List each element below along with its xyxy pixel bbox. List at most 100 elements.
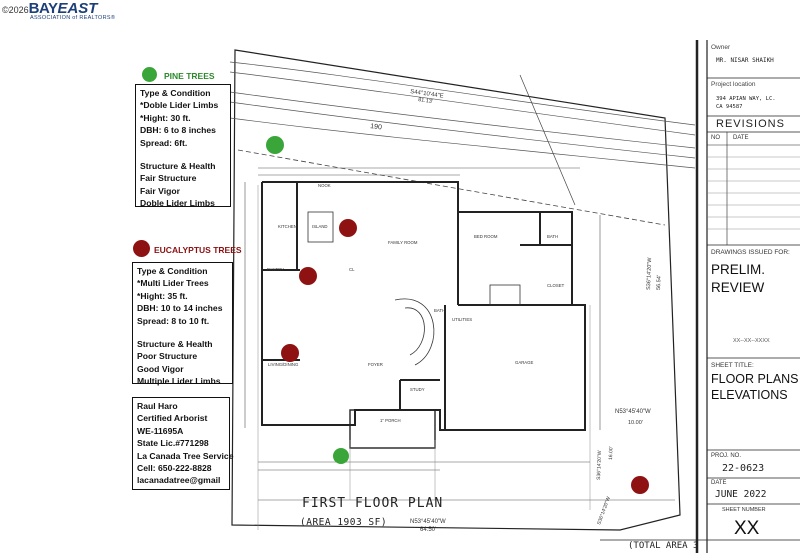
room-porch: 1" PORCH xyxy=(380,418,401,423)
issued-line-1: PRELIM. xyxy=(711,262,766,277)
eucalyptus-legend-title: EUCALYPTUS TREES xyxy=(154,245,242,255)
room-bath-lower: BATH xyxy=(434,308,446,313)
date-label: DATE xyxy=(711,480,727,486)
setback-line xyxy=(237,149,666,226)
eucalyptus-info-line xyxy=(137,327,228,338)
revision-date-header: DATE xyxy=(733,135,749,141)
eucalyptus-info-line: Poor Structure xyxy=(137,351,198,362)
eucalyptus-info-line: Structure & Health xyxy=(137,339,213,350)
distance-garage: 10.00' xyxy=(628,420,643,426)
proj-no: 22-0623 xyxy=(722,463,765,474)
eucalyptus-info-line: Multiple Lider Limbs xyxy=(137,376,221,387)
pine-info-line: Fair Vigor xyxy=(140,185,180,196)
bearing-lower-right: S36°14'20"W xyxy=(596,450,603,480)
total-area: (TOTAL AREA 3 xyxy=(628,541,699,551)
issued-date: XX--XX--XXXX xyxy=(733,338,770,344)
pine-info-line: Spread: 6ft. xyxy=(140,137,188,148)
arborist-info-line: Raul Haro xyxy=(137,401,178,411)
eucalyptus-info-box: Type & Condition*Multi Lider Trees*Hight… xyxy=(132,262,233,387)
eucalyptus-tree-marker xyxy=(631,476,649,494)
dimension-lines xyxy=(244,167,675,501)
pine-legend-dot xyxy=(142,67,157,82)
staircase xyxy=(394,284,521,366)
arborist-info-line: WE-11695A xyxy=(137,425,184,436)
room-foyer: FOYER xyxy=(368,362,383,367)
bearing-garage: N53°45'40"W xyxy=(615,409,651,415)
logo-east: EAST xyxy=(57,0,98,17)
sheet-number: XX xyxy=(734,518,760,539)
arborist-info-line: Certified Arborist xyxy=(137,413,208,424)
eucalyptus-info-line: Spread: 8 to 10 ft. xyxy=(137,315,210,326)
eucalyptus-tree-marker xyxy=(339,219,357,237)
tree-markers xyxy=(266,136,649,494)
distance-street: 190 xyxy=(370,123,383,131)
street-lines xyxy=(229,61,696,169)
sheet-title-label: SHEET TITLE: xyxy=(711,362,754,369)
grid-lines xyxy=(257,185,591,530)
pine-tree-marker xyxy=(266,136,284,154)
room-nook: NOOK xyxy=(318,183,331,188)
room-garage: GARAGE xyxy=(515,360,534,365)
distance-bottom: 64.50' xyxy=(420,527,436,533)
pine-info-box: Type & Condition*Doble Lider Limbs*Hight… xyxy=(135,84,231,209)
eucalyptus-info-line: Type & Condition xyxy=(137,266,208,276)
room-family: FAMILY ROOM xyxy=(388,240,418,245)
easement-line xyxy=(519,74,576,206)
pine-info-line: Doble Lider Limbs xyxy=(140,198,215,209)
title-block-frame xyxy=(600,40,800,553)
room-utilities: UTILITIES xyxy=(452,317,473,322)
room-closet: CLOSET xyxy=(547,283,565,288)
room-bath-upper: BATH xyxy=(547,234,559,239)
pine-info-line: Fair Structure xyxy=(140,173,197,184)
owner-name: MR. NISAR SHAIKH xyxy=(716,57,774,64)
eucalyptus-info-line: DBH: 10 to 14 inches xyxy=(137,303,223,314)
sheet-title-line-2: ELEVATIONS xyxy=(711,388,788,402)
pine-info-line: DBH: 6 to 8 inches xyxy=(140,125,216,136)
distance-top: 81.13' xyxy=(418,97,434,105)
logo-bay: BAY xyxy=(28,0,58,17)
plan-area: (AREA 1903 SF) xyxy=(300,517,388,528)
eucalyptus-info-line: Good Vigor xyxy=(137,363,184,374)
room-island: ISLAND xyxy=(312,224,328,229)
pine-info-line: Type & Condition xyxy=(140,88,211,98)
pine-tree-marker xyxy=(333,448,349,464)
realtor-logo: ©2026BAYEAST ASSOCIATION of REALTORS® xyxy=(2,0,115,21)
kitchen-island xyxy=(307,211,334,243)
lot-boundary xyxy=(231,49,681,531)
revisions-heading: REVISIONS xyxy=(716,118,785,130)
sheet-title-line-1: FLOOR PLANS xyxy=(711,372,799,386)
pine-legend-title: PINE TREES xyxy=(164,71,215,81)
bearing-top: S44°10'44"E xyxy=(410,89,444,100)
issued-for-label: DRAWINGS ISSUED FOR: xyxy=(711,249,790,256)
project-address-2: CA 94587 xyxy=(716,104,743,110)
arborist-info-line: La Canada Tree Service xyxy=(137,450,234,461)
room-living: LIVING/DINING xyxy=(268,362,299,367)
arborist-info-line: Cell: 650-222-8828 xyxy=(137,463,212,474)
bearing-right: S36°14'20"W xyxy=(646,257,653,290)
eucalyptus-tree-marker xyxy=(299,267,317,285)
pine-info-line: Structure & Health xyxy=(140,161,216,172)
project-address-1: 394 APIAN WAY, LC. xyxy=(716,96,776,102)
copyright-text: ©2026 xyxy=(2,5,29,15)
room-cl: CL xyxy=(349,267,355,272)
survey-labels: S44°10'44"E 81.13' 190 S36°14'20"W 56.54… xyxy=(370,89,663,533)
room-kitchen: KITCHEN xyxy=(278,224,297,229)
logo-subtitle: ASSOCIATION of REALTORS® xyxy=(30,15,116,21)
eucalyptus-legend-dot xyxy=(133,240,150,257)
distance-lower-right: 16.00' xyxy=(608,446,614,460)
pine-info-line xyxy=(140,149,226,160)
sheet-number-label: SHEET NUMBER xyxy=(722,507,766,513)
eucalyptus-info-line: *Multi Lider Trees xyxy=(137,278,209,289)
arborist-info-line: lacanadatree@gmail xyxy=(137,475,221,486)
porch xyxy=(349,409,436,449)
pine-info-line: *Doble Lider Limbs xyxy=(140,100,219,111)
revision-no-header: NO xyxy=(711,135,720,141)
eucalyptus-tree-marker xyxy=(281,344,299,362)
owner-label: Owner xyxy=(711,44,731,51)
room-study: STUDY xyxy=(410,387,425,392)
project-location-label: Project location xyxy=(711,81,756,88)
distance-right: 56.54' xyxy=(656,275,663,290)
house-walls xyxy=(261,181,586,431)
